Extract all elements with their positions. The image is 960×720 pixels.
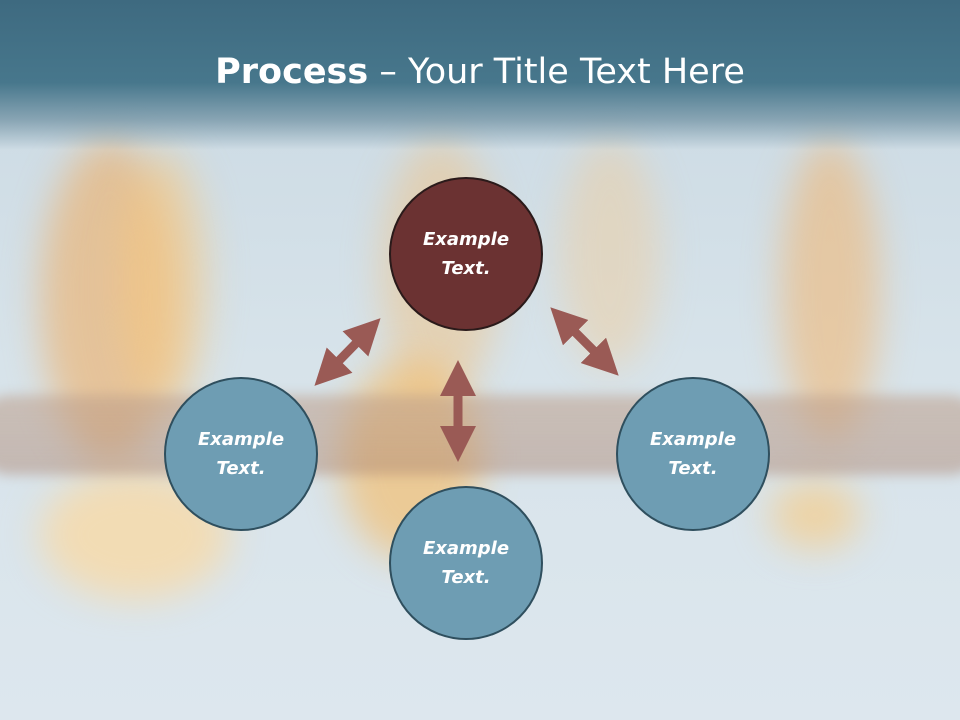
node-right-line2: Text. (668, 458, 718, 479)
arrow-top-right (550, 307, 619, 376)
title-bold: Process (215, 52, 369, 92)
node-top-line1: Example (422, 229, 510, 250)
arrow-top-left (314, 318, 381, 386)
node-right-line1: Example (649, 429, 737, 450)
node-left-line2: Text. (216, 458, 266, 479)
node-bottom-line1: Example (422, 538, 510, 559)
slide-title: Process – Your Title Text Here (0, 52, 960, 92)
node-top-line2: Text. (441, 258, 491, 279)
node-left-line1: Example (197, 429, 285, 450)
node-bottom-line2: Text. (441, 567, 491, 588)
title-rest: – Your Title Text Here (368, 52, 745, 92)
title-bar (0, 0, 960, 150)
